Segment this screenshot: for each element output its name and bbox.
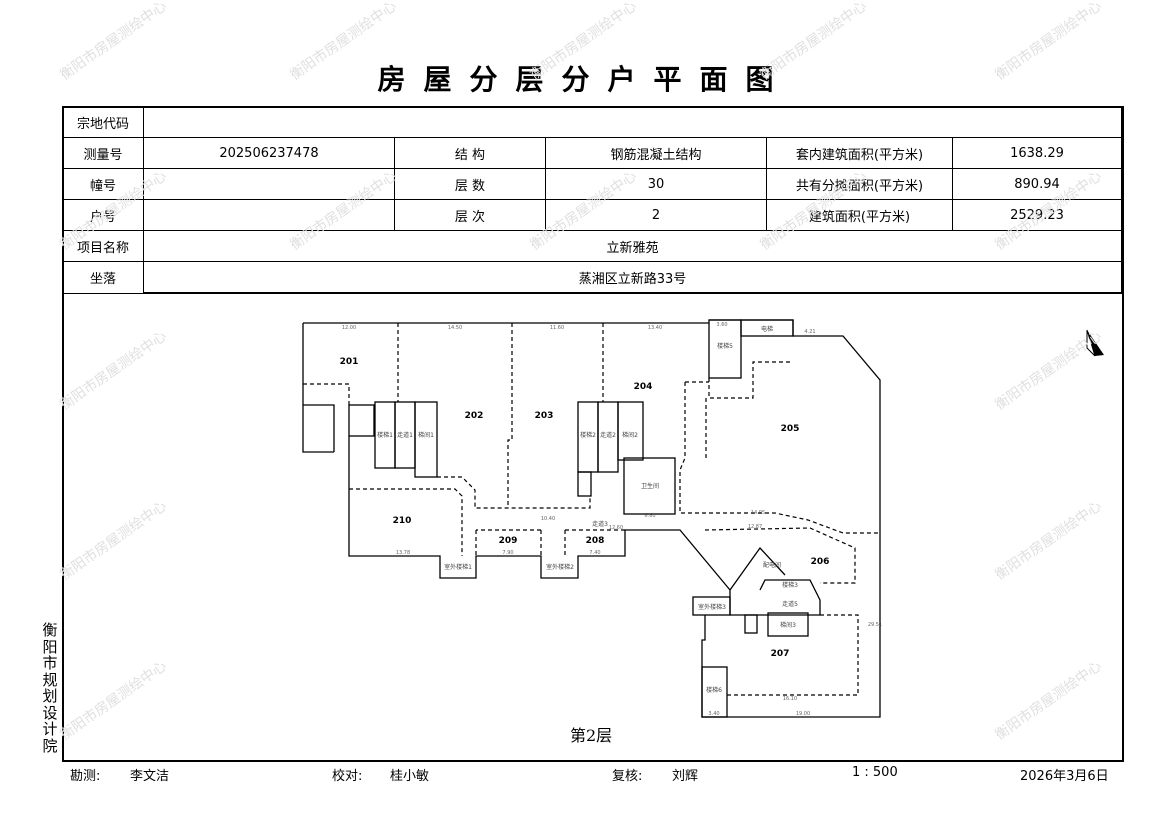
label-stair5: 楼梯5 [717, 342, 733, 350]
building-area: 2529.23 [952, 199, 1122, 231]
inner-area: 1638.29 [952, 137, 1122, 169]
dim: 29.51 [868, 622, 882, 628]
dim: 4.21 [804, 329, 815, 335]
surveyor: 李文洁 [130, 769, 170, 784]
reviewer-label: 复核: [612, 769, 643, 784]
dim: 14.95 [751, 510, 765, 516]
reviewer: 刘辉 [672, 769, 699, 784]
area-labels: 楼梯1 走道1 梯间1 楼梯2 走道2 梯间2 卫生间 走道3 室外楼梯1 室外… [377, 325, 798, 694]
dim: 7.40 [589, 550, 600, 556]
dim: 13.78 [396, 550, 410, 556]
inner-area-label: 套内建筑面积(平方米) [766, 137, 953, 169]
institute-name: 衡阳市规划设计院 [42, 621, 58, 755]
north-arrow-icon [1086, 329, 1104, 357]
dim: 3.40 [708, 711, 719, 717]
label-corridor1: 走道1 [397, 431, 413, 439]
building-area-label: 建筑面积(平方米) [766, 199, 953, 231]
dim: 3.60 [716, 322, 727, 328]
dim: 13.40 [648, 325, 662, 331]
survey-no-label: 测量号 [62, 137, 144, 169]
label-stair1: 楼梯1 [377, 431, 393, 439]
shared-area-label: 共有分摊面积(平方米) [766, 168, 953, 200]
room-209: 209 [499, 536, 518, 546]
label-corridor2: 走道2 [600, 431, 616, 439]
structure-label: 结 构 [394, 137, 546, 169]
dim: 7.90 [502, 550, 513, 556]
dim: 12.00 [342, 325, 356, 331]
dimension-labels: 12.00 14.50 11.60 13.40 3.60 4.21 13.78 … [342, 322, 882, 717]
dim: 12.60 [609, 525, 623, 531]
label-toilet: 卫生间 [641, 482, 659, 490]
dim: 11.60 [550, 325, 564, 331]
room-210: 210 [393, 516, 412, 526]
label-ext-stair3: 室外楼梯3 [698, 603, 726, 611]
project-label: 项目名称 [62, 230, 144, 262]
shared-area: 890.94 [952, 168, 1122, 200]
dim: 12.87 [748, 524, 762, 530]
dim: 10.40 [541, 516, 555, 522]
dim: 14.50 [448, 325, 462, 331]
room-205: 205 [781, 424, 800, 434]
label-elevator: 电梯 [761, 325, 773, 333]
label-corridor3: 走道3 [592, 520, 608, 528]
unit-boundaries [303, 323, 880, 696]
location-label: 坐落 [62, 261, 144, 294]
label-corridor5: 走道5 [782, 600, 798, 608]
page-title: 房屋分层分户平面图 [377, 63, 792, 96]
checker: 桂小敏 [390, 769, 430, 784]
checker-label: 校对: [332, 769, 363, 784]
label-stair3: 楼梯3 [782, 581, 798, 589]
label-ext-stair1: 室外楼梯1 [444, 563, 472, 571]
building-no-label: 幢号 [62, 168, 144, 200]
room-204: 204 [634, 382, 653, 392]
label-ext-stair2: 室外楼梯2 [546, 563, 574, 571]
label-stair-room3: 梯间3 [780, 621, 796, 629]
label-stair2: 楼梯2 [580, 431, 596, 439]
room-208: 208 [586, 536, 605, 546]
room-207: 207 [771, 649, 790, 659]
room-201: 201 [340, 357, 359, 367]
dim: 6.60 [644, 513, 655, 519]
unit-no-label: 户号 [62, 199, 144, 231]
floor-caption: 第2层 [570, 726, 613, 745]
project: 立新雅苑 [143, 230, 1122, 262]
plan-outline [302, 319, 881, 718]
label-stair-room2: 梯间2 [622, 431, 638, 439]
room-206: 206 [811, 557, 830, 567]
dim: 19.00 [796, 711, 810, 717]
scale: 1 : 500 [852, 765, 898, 780]
location: 蒸湘区立新路33号 [143, 261, 1122, 294]
label-stair6: 楼梯6 [706, 686, 722, 694]
label-stair-room1: 梯间1 [418, 431, 434, 439]
label-power-room: 配电间 [763, 561, 781, 569]
dim: 16.10 [783, 696, 797, 702]
surveyor-label: 勘测: [70, 769, 101, 784]
floors: 30 [545, 168, 767, 200]
building-no [143, 168, 395, 200]
room-202: 202 [465, 411, 484, 421]
room-203: 203 [535, 411, 554, 421]
room-labels: 201 202 203 204 205 206 207 208 209 210 [340, 357, 830, 659]
date: 2026年3月6日 [1020, 769, 1109, 784]
